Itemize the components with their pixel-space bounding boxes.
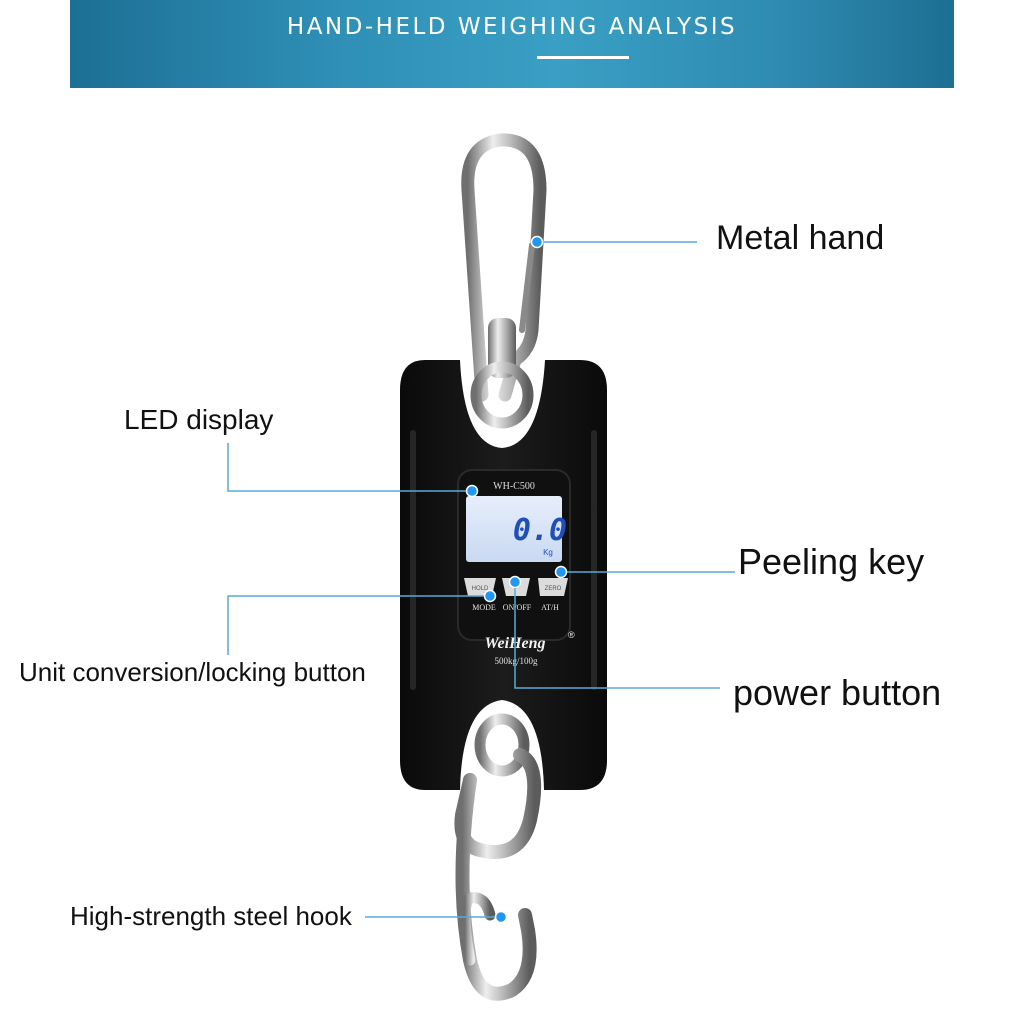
power-button-label: ON/OFF [503, 603, 532, 612]
steel-hook-label: High-strength steel hook [70, 901, 352, 931]
title-banner: HAND-HELD WEIGHING ANALYSIS [70, 0, 954, 88]
metal-hand-dot [530, 235, 544, 249]
banner-title: HAND-HELD WEIGHING ANALYSIS [286, 14, 738, 40]
steel-hook [454, 713, 542, 1001]
carabiner [461, 133, 547, 429]
banner-underline [537, 56, 629, 59]
peeling-button[interactable]: ZERO AT/H [538, 578, 568, 612]
unit-button-dot [483, 589, 497, 603]
power-button-callout-label: power button [733, 672, 942, 713]
steel-hook-dot [494, 910, 508, 924]
peeling-key-dot [554, 565, 568, 579]
unit-button-label: Unit conversion/locking button [19, 657, 366, 687]
unit-button-leader [227, 595, 488, 655]
led-display-dot [465, 484, 479, 498]
peeling-key-label: Peeling key [738, 541, 925, 582]
power-button-dot [508, 575, 522, 589]
peeling-button-top: ZERO [545, 586, 562, 592]
peeling-button-label: AT/H [541, 603, 559, 612]
registered-mark: ® [568, 630, 575, 640]
led-display-label: LED display [124, 404, 274, 435]
model-label: WH-C500 [493, 481, 535, 492]
mode-button-label: MODE [472, 603, 496, 612]
metal-hand-label: Metal hand [716, 219, 885, 257]
led-display-leader [227, 443, 472, 492]
power-button-leader [514, 582, 720, 689]
capacity-label: 500kg/100g [494, 656, 538, 666]
lcd-display: WH-C500 0.0 Kg [466, 481, 567, 562]
weight-reading: 0.0 [513, 513, 567, 548]
weight-unit: Kg [543, 548, 553, 557]
mode-button-top: HOLD [472, 586, 489, 592]
